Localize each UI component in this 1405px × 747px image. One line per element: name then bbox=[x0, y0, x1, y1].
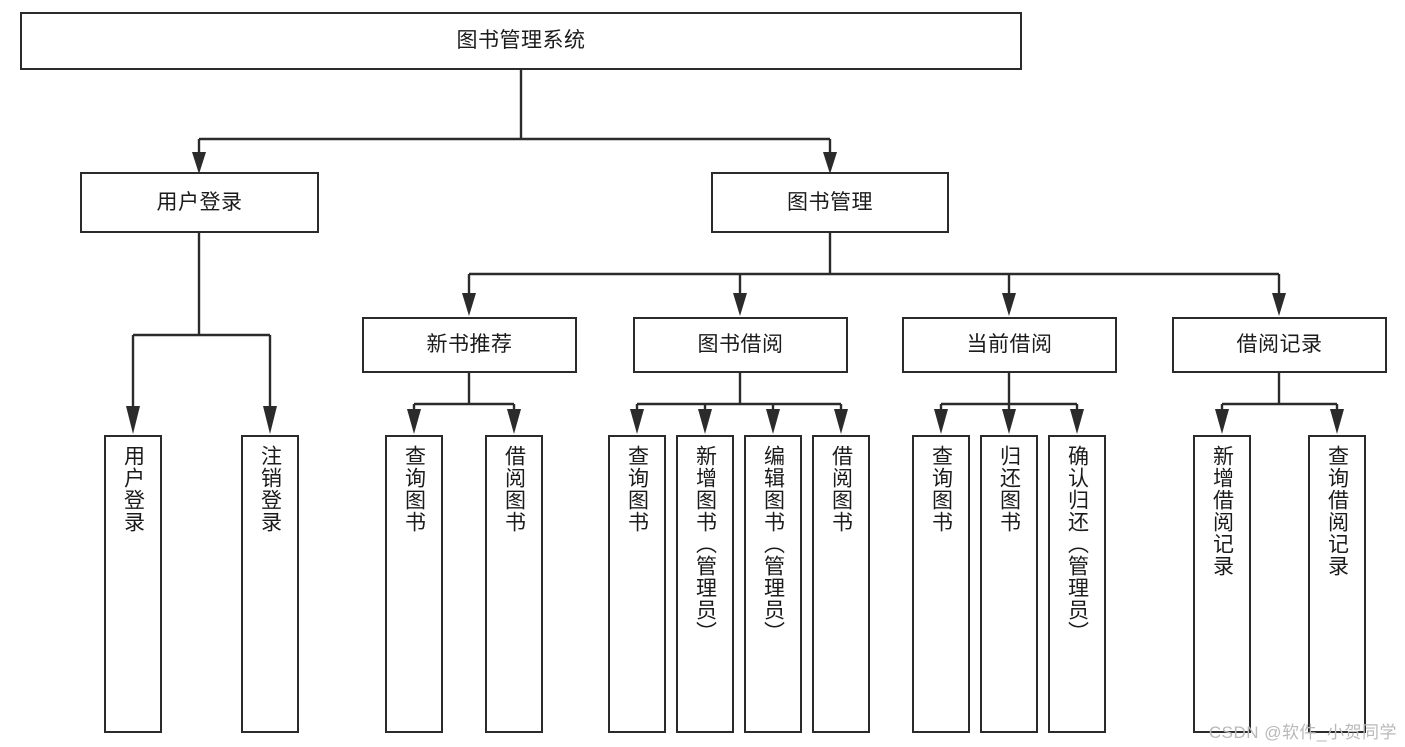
node-leaf-user-login[interactable]: 用户登录 bbox=[104, 435, 162, 733]
node-login[interactable]: 用户登录 bbox=[80, 172, 319, 233]
node-leaf-newbook-borrow[interactable]: 借阅图书 bbox=[485, 435, 543, 733]
node-leaf-query-record[interactable]: 查询借阅记录 bbox=[1308, 435, 1366, 733]
node-current-label: 当前借阅 bbox=[966, 333, 1053, 357]
node-leaf-confirm-return-label: 确认归还（管理员） bbox=[1065, 445, 1089, 643]
arrow-borrow-leaf5 bbox=[630, 409, 644, 434]
node-leaf-add-record[interactable]: 新增借阅记录 bbox=[1193, 435, 1251, 733]
node-borrow-label: 图书借阅 bbox=[697, 333, 784, 357]
node-leaf-logout-label: 注销登录 bbox=[258, 445, 282, 533]
arrow-newbook-leaf4 bbox=[507, 409, 521, 434]
node-bookmgmt-label: 图书管理 bbox=[787, 190, 873, 214]
arrow-bookmgmt-records bbox=[1272, 293, 1286, 316]
node-newbook-label: 新书推荐 bbox=[426, 333, 513, 357]
arrow-root-login bbox=[192, 152, 206, 174]
node-leaf-newbook-search-label: 查询图书 bbox=[402, 445, 426, 533]
node-leaf-return-book-label: 归还图书 bbox=[997, 445, 1021, 533]
arrow-root-bookmgmt bbox=[823, 152, 837, 174]
node-leaf-add-record-label: 新增借阅记录 bbox=[1210, 445, 1234, 577]
node-leaf-confirm-return[interactable]: 确认归还（管理员） bbox=[1048, 435, 1106, 733]
arrow-records-leaf13 bbox=[1330, 409, 1344, 434]
arrow-records-leaf12 bbox=[1215, 409, 1229, 434]
node-leaf-borrow-book-label: 借阅图书 bbox=[829, 445, 853, 533]
node-current[interactable]: 当前借阅 bbox=[902, 317, 1117, 373]
arrow-current-leaf11 bbox=[1070, 409, 1084, 434]
node-leaf-return-book[interactable]: 归还图书 bbox=[980, 435, 1038, 733]
node-leaf-current-search[interactable]: 查询图书 bbox=[912, 435, 970, 733]
arrow-current-leaf10 bbox=[1002, 409, 1016, 434]
node-root[interactable]: 图书管理系统 bbox=[20, 12, 1022, 70]
node-leaf-borrow-book[interactable]: 借阅图书 bbox=[812, 435, 870, 733]
node-leaf-query-record-label: 查询借阅记录 bbox=[1325, 445, 1349, 577]
arrow-borrow-leaf6 bbox=[698, 409, 712, 434]
node-newbook[interactable]: 新书推荐 bbox=[362, 317, 577, 373]
arrow-borrow-leaf7 bbox=[766, 409, 780, 434]
node-leaf-borrow-search-label: 查询图书 bbox=[625, 445, 649, 533]
arrow-login-leaf1 bbox=[126, 406, 140, 434]
node-leaf-edit-book-label: 编辑图书（管理员） bbox=[761, 445, 785, 643]
arrow-login-leaf2 bbox=[263, 406, 277, 434]
arrow-newbook-leaf3 bbox=[407, 409, 421, 434]
node-leaf-newbook-borrow-label: 借阅图书 bbox=[502, 445, 526, 533]
arrow-current-leaf9 bbox=[934, 409, 948, 434]
node-leaf-user-login-label: 用户登录 bbox=[121, 445, 145, 533]
node-leaf-edit-book[interactable]: 编辑图书（管理员） bbox=[744, 435, 802, 733]
arrow-bookmgmt-newbook bbox=[462, 293, 476, 316]
arrow-borrow-leaf8 bbox=[834, 409, 848, 434]
node-records[interactable]: 借阅记录 bbox=[1172, 317, 1387, 373]
node-bookmgmt[interactable]: 图书管理 bbox=[711, 172, 949, 233]
node-root-label: 图书管理系统 bbox=[456, 29, 586, 53]
csdn-watermark: CSDN @软件_小贺同学 bbox=[1208, 723, 1397, 742]
node-leaf-add-book-label: 新增图书（管理员） bbox=[693, 445, 717, 643]
node-login-label: 用户登录 bbox=[156, 190, 243, 214]
node-leaf-borrow-search[interactable]: 查询图书 bbox=[608, 435, 666, 733]
node-leaf-logout[interactable]: 注销登录 bbox=[241, 435, 299, 733]
node-leaf-newbook-search[interactable]: 查询图书 bbox=[385, 435, 443, 733]
node-records-label: 借阅记录 bbox=[1236, 333, 1323, 357]
arrow-bookmgmt-current bbox=[1002, 293, 1016, 316]
node-borrow[interactable]: 图书借阅 bbox=[633, 317, 848, 373]
node-leaf-add-book[interactable]: 新增图书（管理员） bbox=[676, 435, 734, 733]
node-leaf-current-search-label: 查询图书 bbox=[929, 445, 953, 533]
arrow-bookmgmt-borrow bbox=[733, 293, 747, 316]
